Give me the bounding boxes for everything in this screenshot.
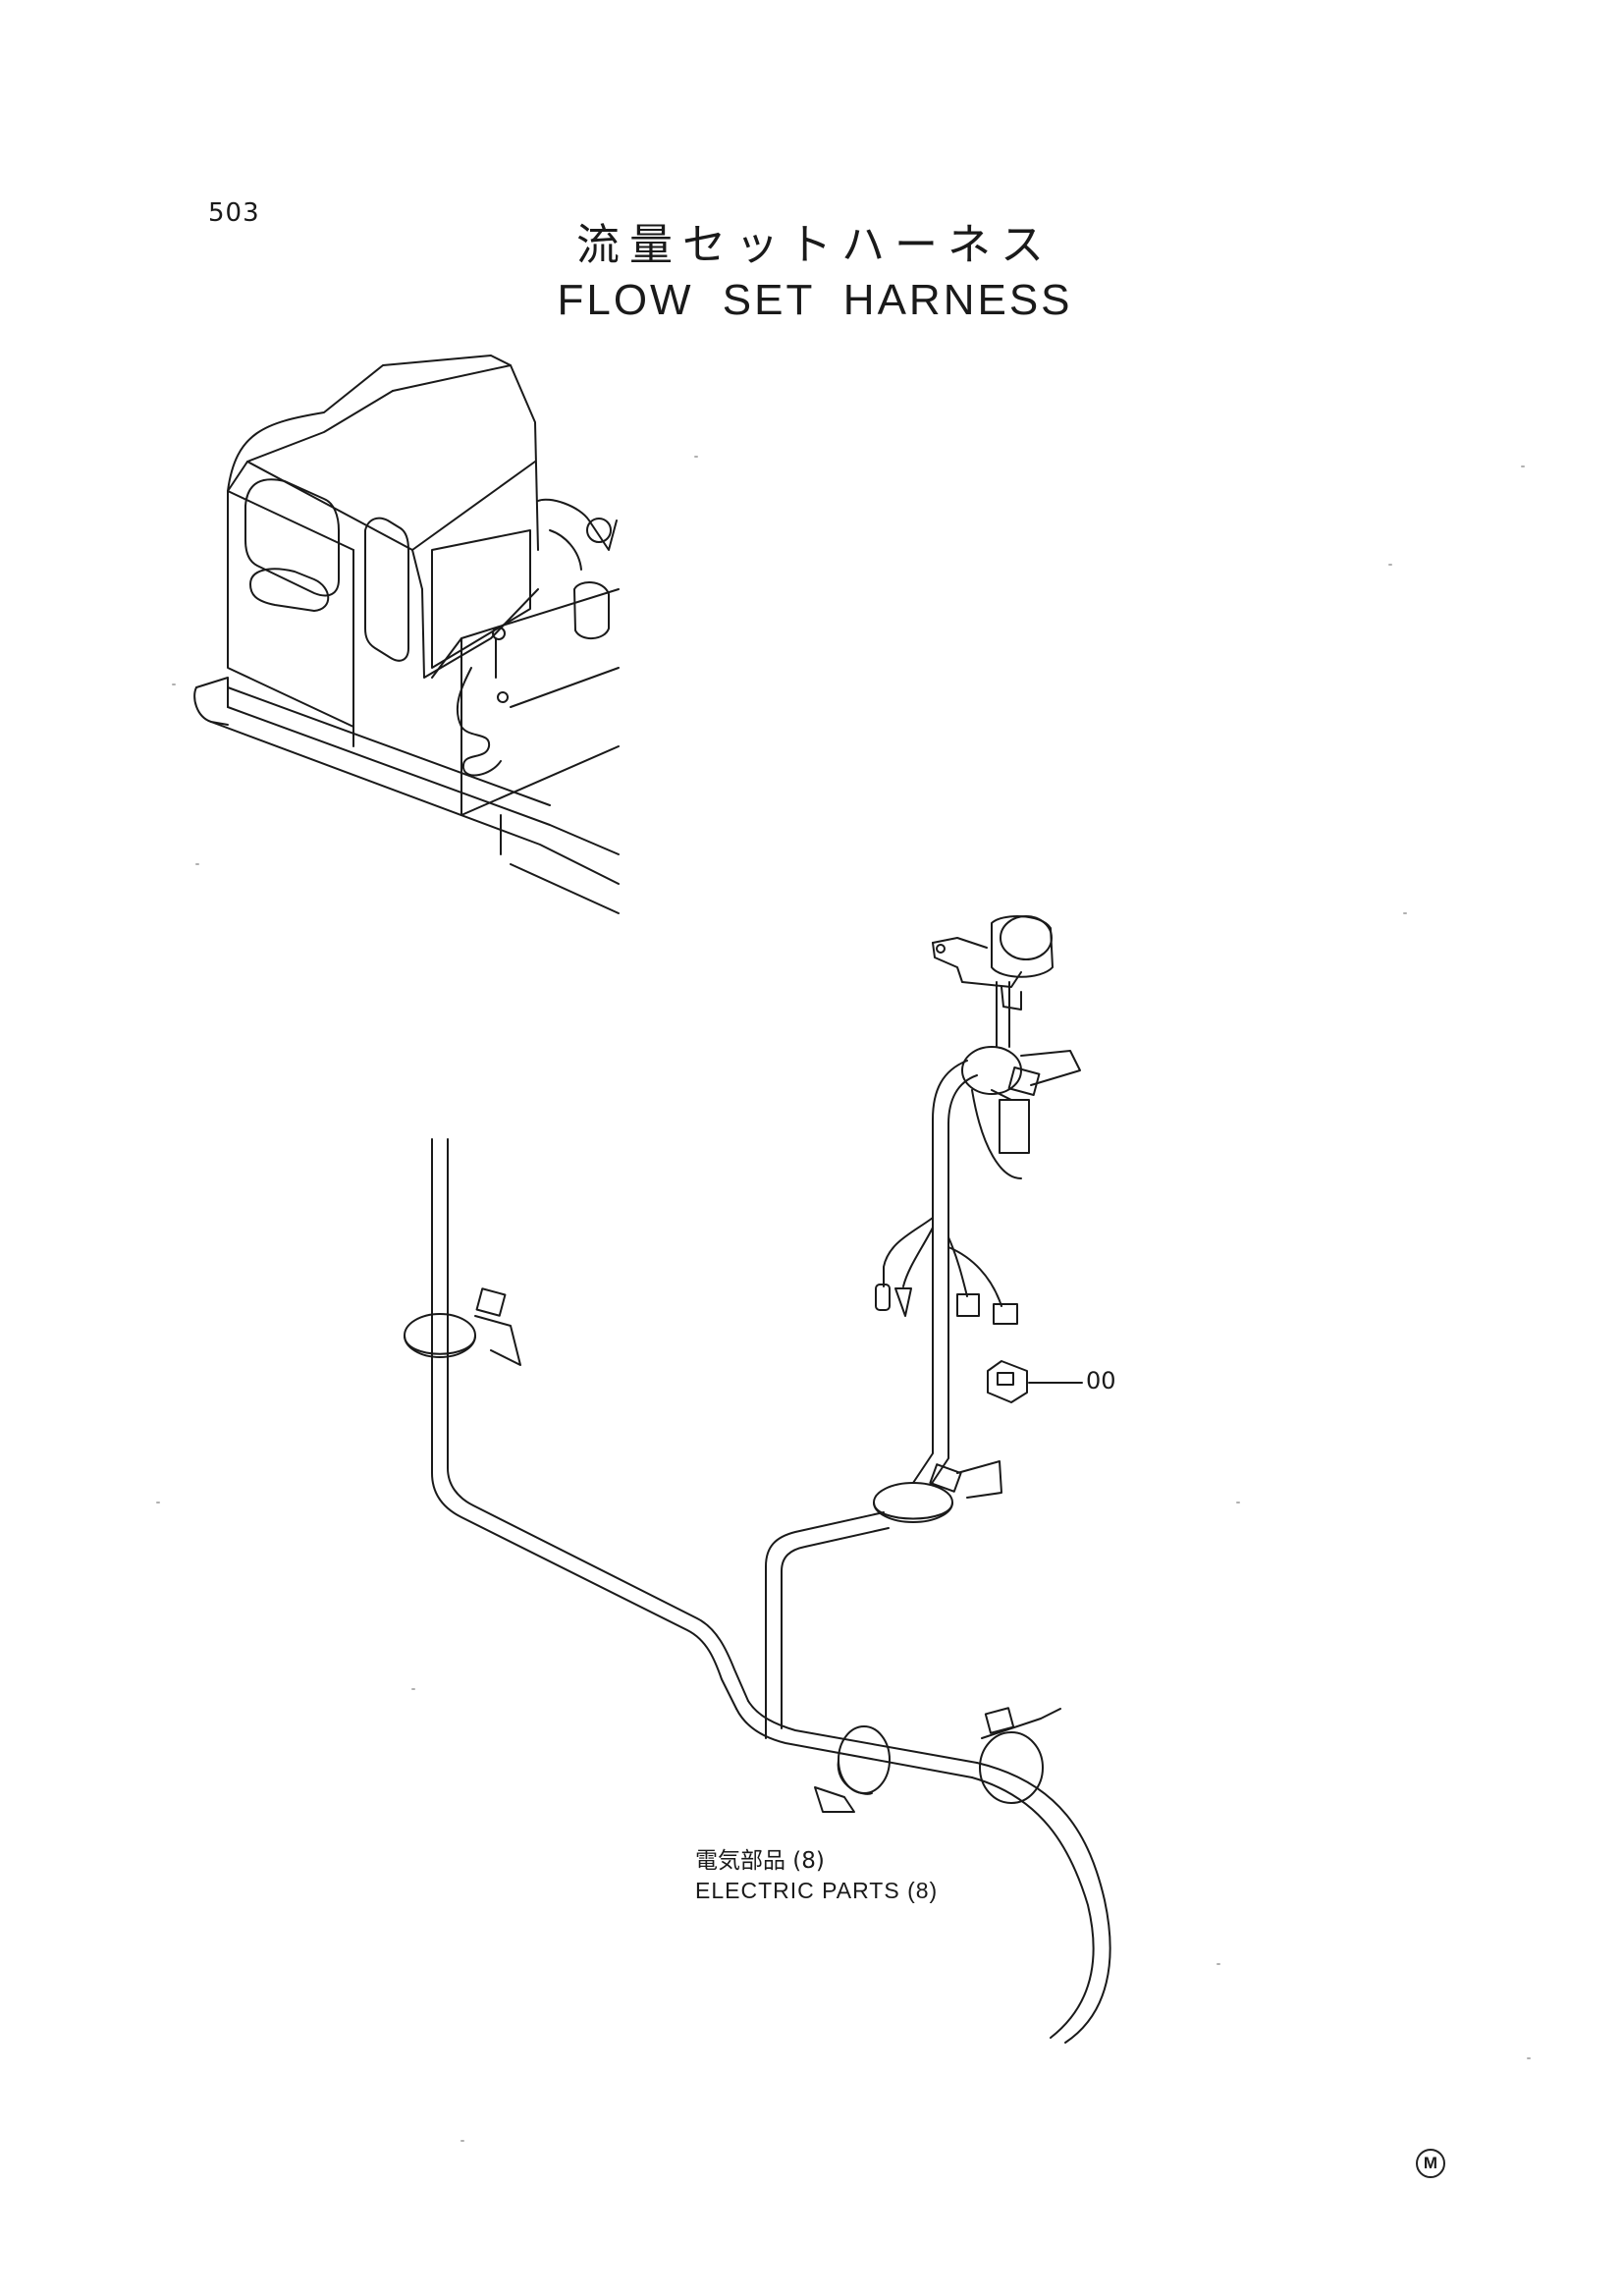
callout-part-00 bbox=[987, 1360, 1083, 1403]
title-block: 流量セットハーネス FLOW SET HARNESS bbox=[550, 218, 1080, 328]
scan-specks bbox=[156, 456, 1531, 2142]
page-number: 503 bbox=[208, 198, 260, 228]
branch-terminals bbox=[875, 1217, 1018, 1325]
harness-main-run bbox=[404, 1138, 1111, 2044]
harness-branch-up bbox=[765, 981, 1081, 1739]
reference-english: ELECTRIC PARTS (8) bbox=[695, 1878, 939, 1903]
excavator-cab-illustration bbox=[193, 355, 620, 914]
top-connector-switch bbox=[932, 915, 1054, 1011]
m-mark-icon: M bbox=[1416, 2149, 1445, 2178]
title-english: FLOW SET HARNESS bbox=[557, 276, 1073, 324]
reference-japanese: 電気部品 (8) bbox=[695, 1848, 825, 1874]
title-japanese: 流量セットハーネス bbox=[576, 220, 1054, 270]
reference-note: 電気部品 (8) ELECTRIC PARTS (8) bbox=[695, 1846, 938, 1905]
callout-label-00: 00 bbox=[1086, 1367, 1116, 1394]
